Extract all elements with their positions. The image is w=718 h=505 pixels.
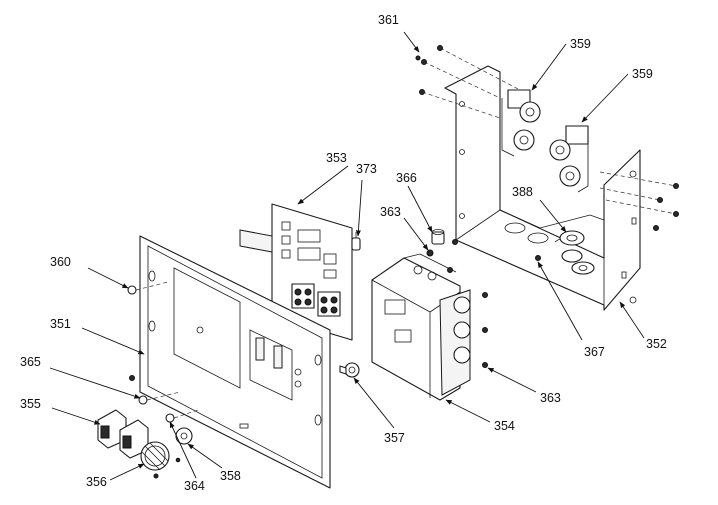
screws-361 — [415, 45, 679, 231]
cap-366 — [431, 229, 445, 245]
callout-351: 351 — [50, 317, 71, 331]
potentiometer-357 — [339, 362, 360, 378]
shock-mount-left — [501, 89, 541, 157]
callout-373: 373 — [356, 162, 377, 176]
control-module — [371, 253, 471, 401]
chassis-housing — [444, 65, 641, 311]
callout-363-bottom: 363 — [540, 391, 561, 405]
label-panel — [239, 203, 353, 341]
leader-lines — [49, 31, 645, 481]
callout-388: 388 — [512, 185, 533, 199]
callout-361: 361 — [378, 13, 399, 27]
callout-355: 355 — [20, 397, 41, 411]
callout-358: 358 — [220, 469, 241, 483]
shock-mount-right — [549, 125, 589, 193]
callout-367: 367 — [584, 345, 605, 359]
callout-359-top: 359 — [570, 37, 591, 51]
screw-360 — [127, 281, 169, 295]
callout-364: 364 — [184, 479, 205, 493]
callout-363-top: 363 — [380, 205, 401, 219]
callout-356: 356 — [86, 475, 107, 489]
callout-352: 352 — [646, 337, 667, 351]
grommets-388 — [535, 230, 595, 275]
knob-356 — [140, 441, 170, 479]
front-panel — [139, 235, 331, 489]
washer-358 — [175, 427, 193, 445]
callout-357: 357 — [384, 431, 405, 445]
callout-353: 353 — [326, 151, 347, 165]
callout-365: 365 — [20, 355, 41, 369]
callout-354: 354 — [494, 419, 515, 433]
nuts-363 — [426, 239, 488, 368]
screws-365 — [129, 375, 181, 405]
connector-373 — [351, 232, 361, 251]
callout-360: 360 — [50, 255, 71, 269]
switch-355-b — [119, 419, 149, 459]
screw-364 — [165, 409, 199, 463]
callout-366: 366 — [396, 171, 417, 185]
callout-359-right: 359 — [632, 67, 653, 81]
callouts: 361 359 359 353 373 366 363 388 360 351 … — [20, 13, 667, 493]
